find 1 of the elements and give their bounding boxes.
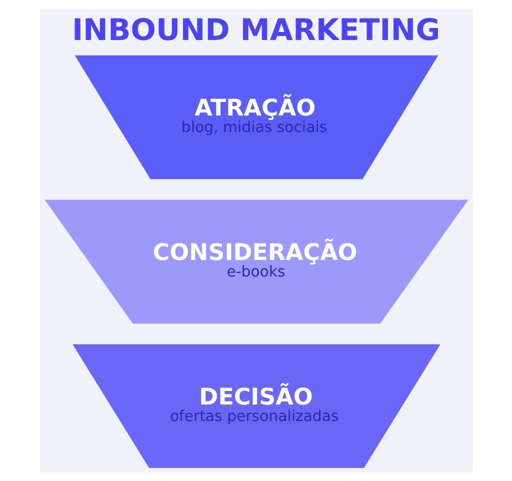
diagram-title: INBOUND MARKETING — [71, 13, 440, 48]
